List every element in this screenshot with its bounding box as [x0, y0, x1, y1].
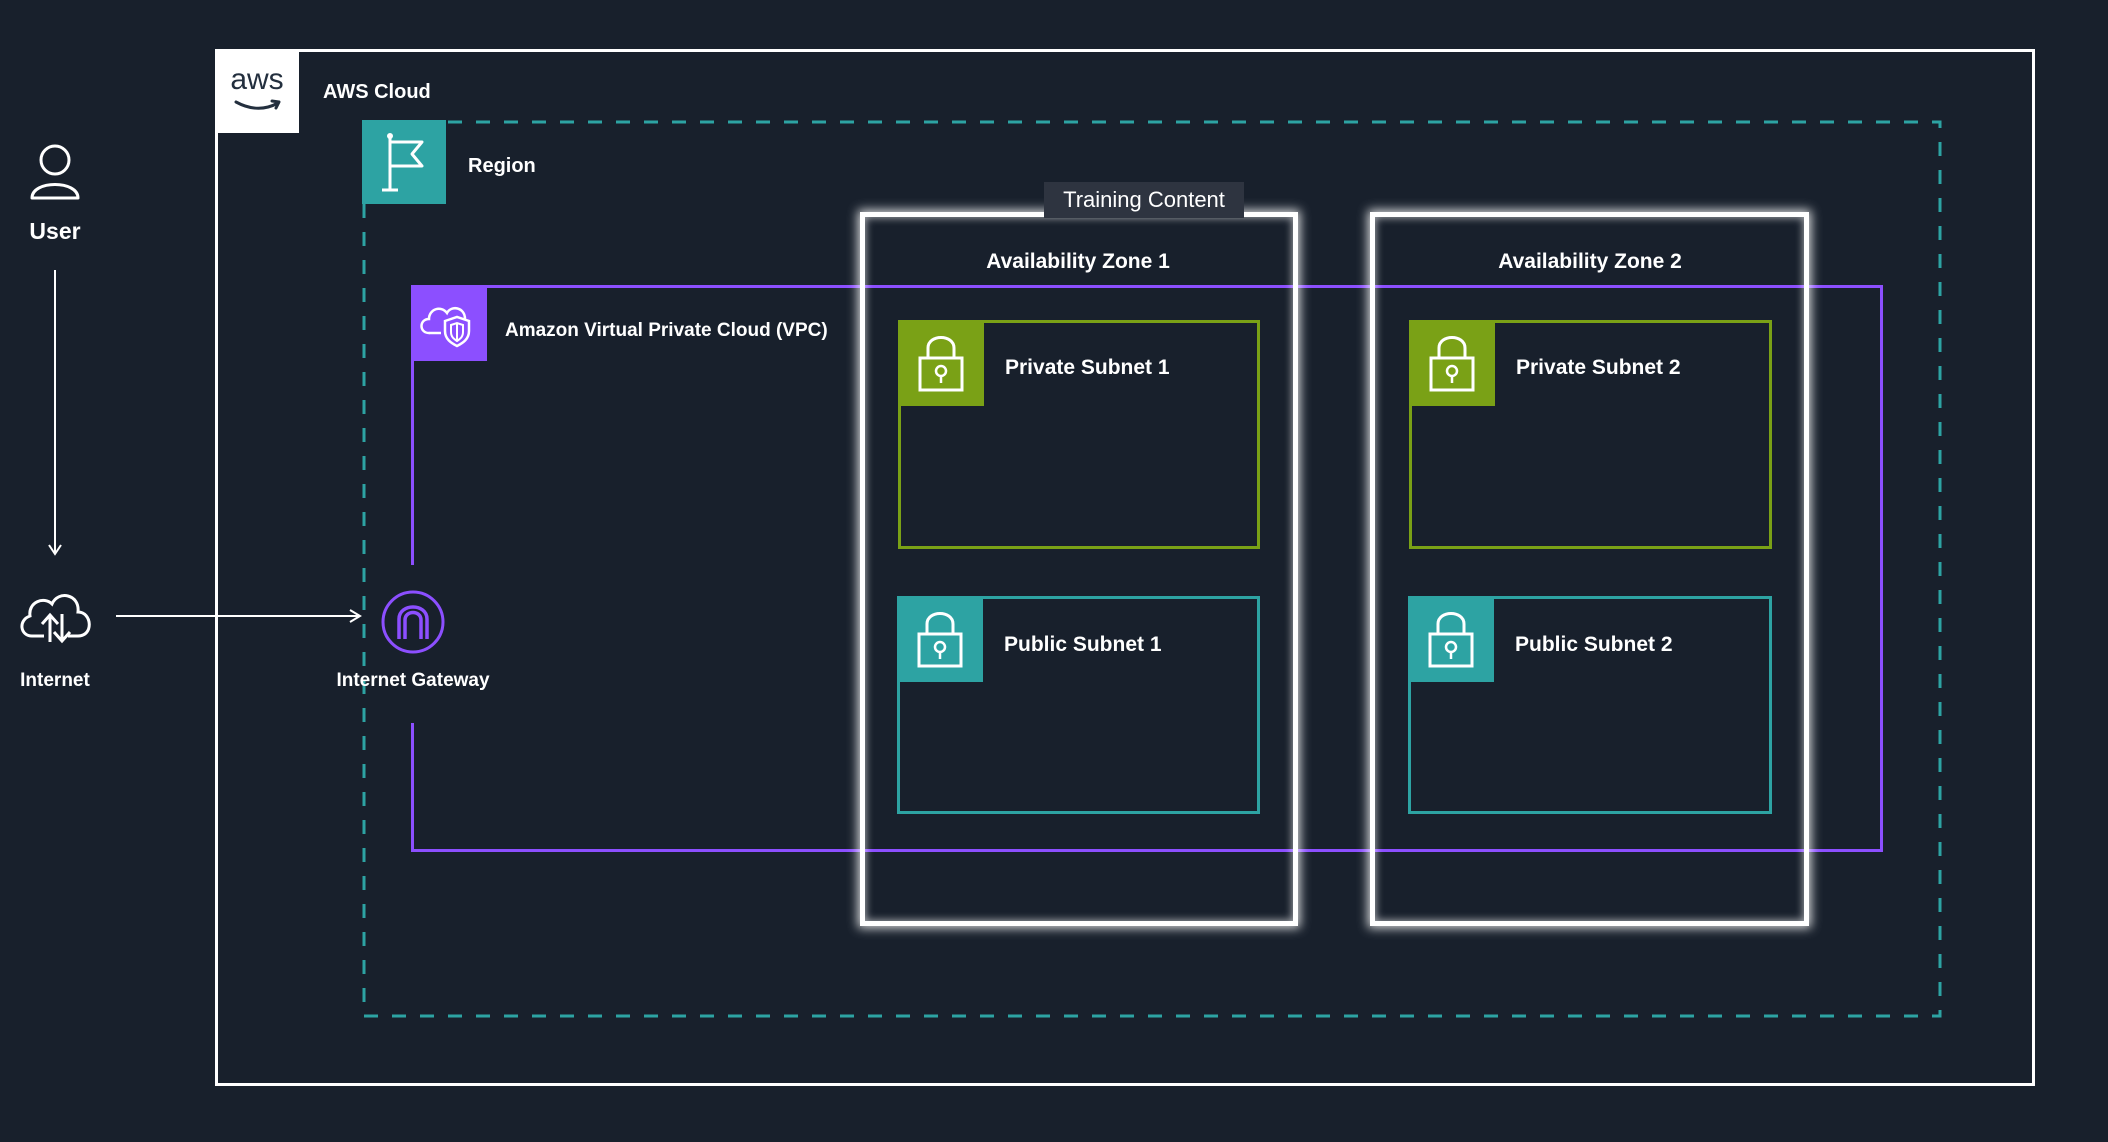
public-subnet-2 [1408, 596, 1772, 814]
lock-icon [918, 336, 964, 392]
vpc-tile [411, 285, 487, 361]
lock-icon [1428, 612, 1474, 668]
internet-gateway-label: Internet Gateway [336, 670, 490, 691]
internet-to-gateway-arrow [116, 609, 362, 623]
aws-logo: aws [215, 49, 299, 133]
vpc-boundary-gap [405, 565, 419, 723]
region-label: Region [468, 155, 536, 177]
internet-gateway-icon [381, 590, 445, 654]
region-boundary [362, 120, 1942, 1018]
availability-zone-2 [1370, 212, 1809, 926]
lock-icon [1429, 336, 1475, 392]
public-subnet-2-label: Public Subnet 2 [1515, 633, 1673, 656]
availability-zone-2-label: Availability Zone 2 [1498, 250, 1682, 273]
public-subnet-1 [897, 596, 1260, 814]
public-subnet-2-tile [1408, 596, 1494, 682]
lock-icon [917, 612, 963, 668]
public-subnet-1-label: Public Subnet 1 [1004, 633, 1162, 656]
aws-smile-icon [234, 99, 281, 110]
aws-cloud-group [215, 49, 2035, 1086]
vpc-cloud-shield-icon [420, 306, 471, 348]
public-subnet-1-tile [897, 596, 983, 682]
aws-cloud-label: AWS Cloud [323, 81, 431, 103]
aws-logo-text: aws [230, 63, 284, 96]
private-subnet-2-label: Private Subnet 2 [1516, 356, 1681, 379]
region-flag-tile [362, 120, 446, 204]
private-subnet-1-label: Private Subnet 1 [1005, 356, 1170, 379]
availability-zone-1-label: Availability Zone 1 [986, 250, 1170, 273]
private-subnet-1-tile [898, 320, 984, 406]
cloud-upload-download-icon [20, 594, 91, 644]
user-to-internet-arrow [48, 270, 62, 556]
user-label: User [29, 218, 81, 244]
vpc-label: Amazon Virtual Private Cloud (VPC) [505, 320, 828, 341]
private-subnet-2-tile [1409, 320, 1495, 406]
training-content-tag: Training Content [1044, 182, 1244, 218]
flag-icon [382, 133, 424, 192]
private-subnet-1 [898, 320, 1260, 549]
user-icon [30, 144, 80, 200]
private-subnet-2 [1409, 320, 1772, 549]
internet-label: Internet [20, 670, 90, 691]
